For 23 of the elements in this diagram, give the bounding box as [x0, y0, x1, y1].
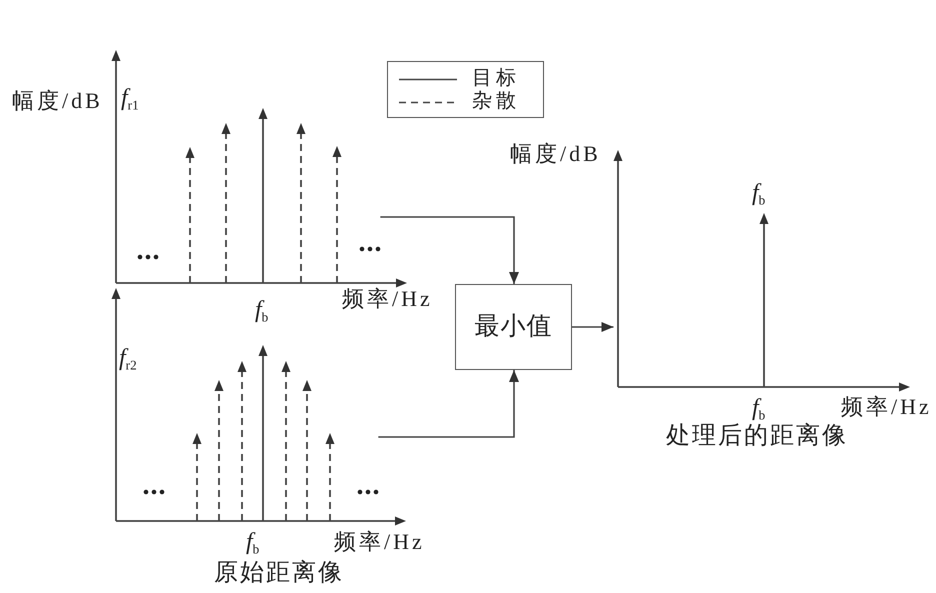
- x-axis-label: 频率/Hz: [841, 395, 932, 418]
- spike-label: f$_{r2}$: [119, 346, 137, 372]
- connector-arrow: [380, 216, 519, 284]
- y-axis-label: 幅度/dB: [12, 89, 103, 112]
- legend-label: 目标: [472, 68, 520, 89]
- spike-label: f$_{r1}$: [121, 86, 139, 112]
- spike-label: f$_{b}$: [246, 530, 260, 556]
- spike-label: f$_{b}$: [255, 298, 268, 324]
- connector-arrow: [572, 322, 614, 332]
- legend-label: 杂散: [472, 91, 520, 112]
- figure-caption: 原始距离像: [214, 561, 344, 586]
- x-axis-label: 频率/Hz: [334, 530, 425, 554]
- spectrum-plot: [144, 345, 378, 521]
- figure-caption: 处理后的距离像: [666, 424, 848, 450]
- spectrum-plot: [614, 150, 910, 392]
- connector-arrow: [378, 370, 519, 438]
- y-axis-label: 幅度/dB: [510, 142, 601, 166]
- spectrum-plot: [138, 108, 380, 283]
- spike-label: f$_{b}$: [752, 181, 766, 208]
- process-box: [455, 284, 572, 370]
- x-axis-label: 频率/Hz: [342, 287, 433, 310]
- process-label: 最小值: [474, 314, 552, 340]
- spike-label: f$_{b}$: [752, 396, 766, 422]
